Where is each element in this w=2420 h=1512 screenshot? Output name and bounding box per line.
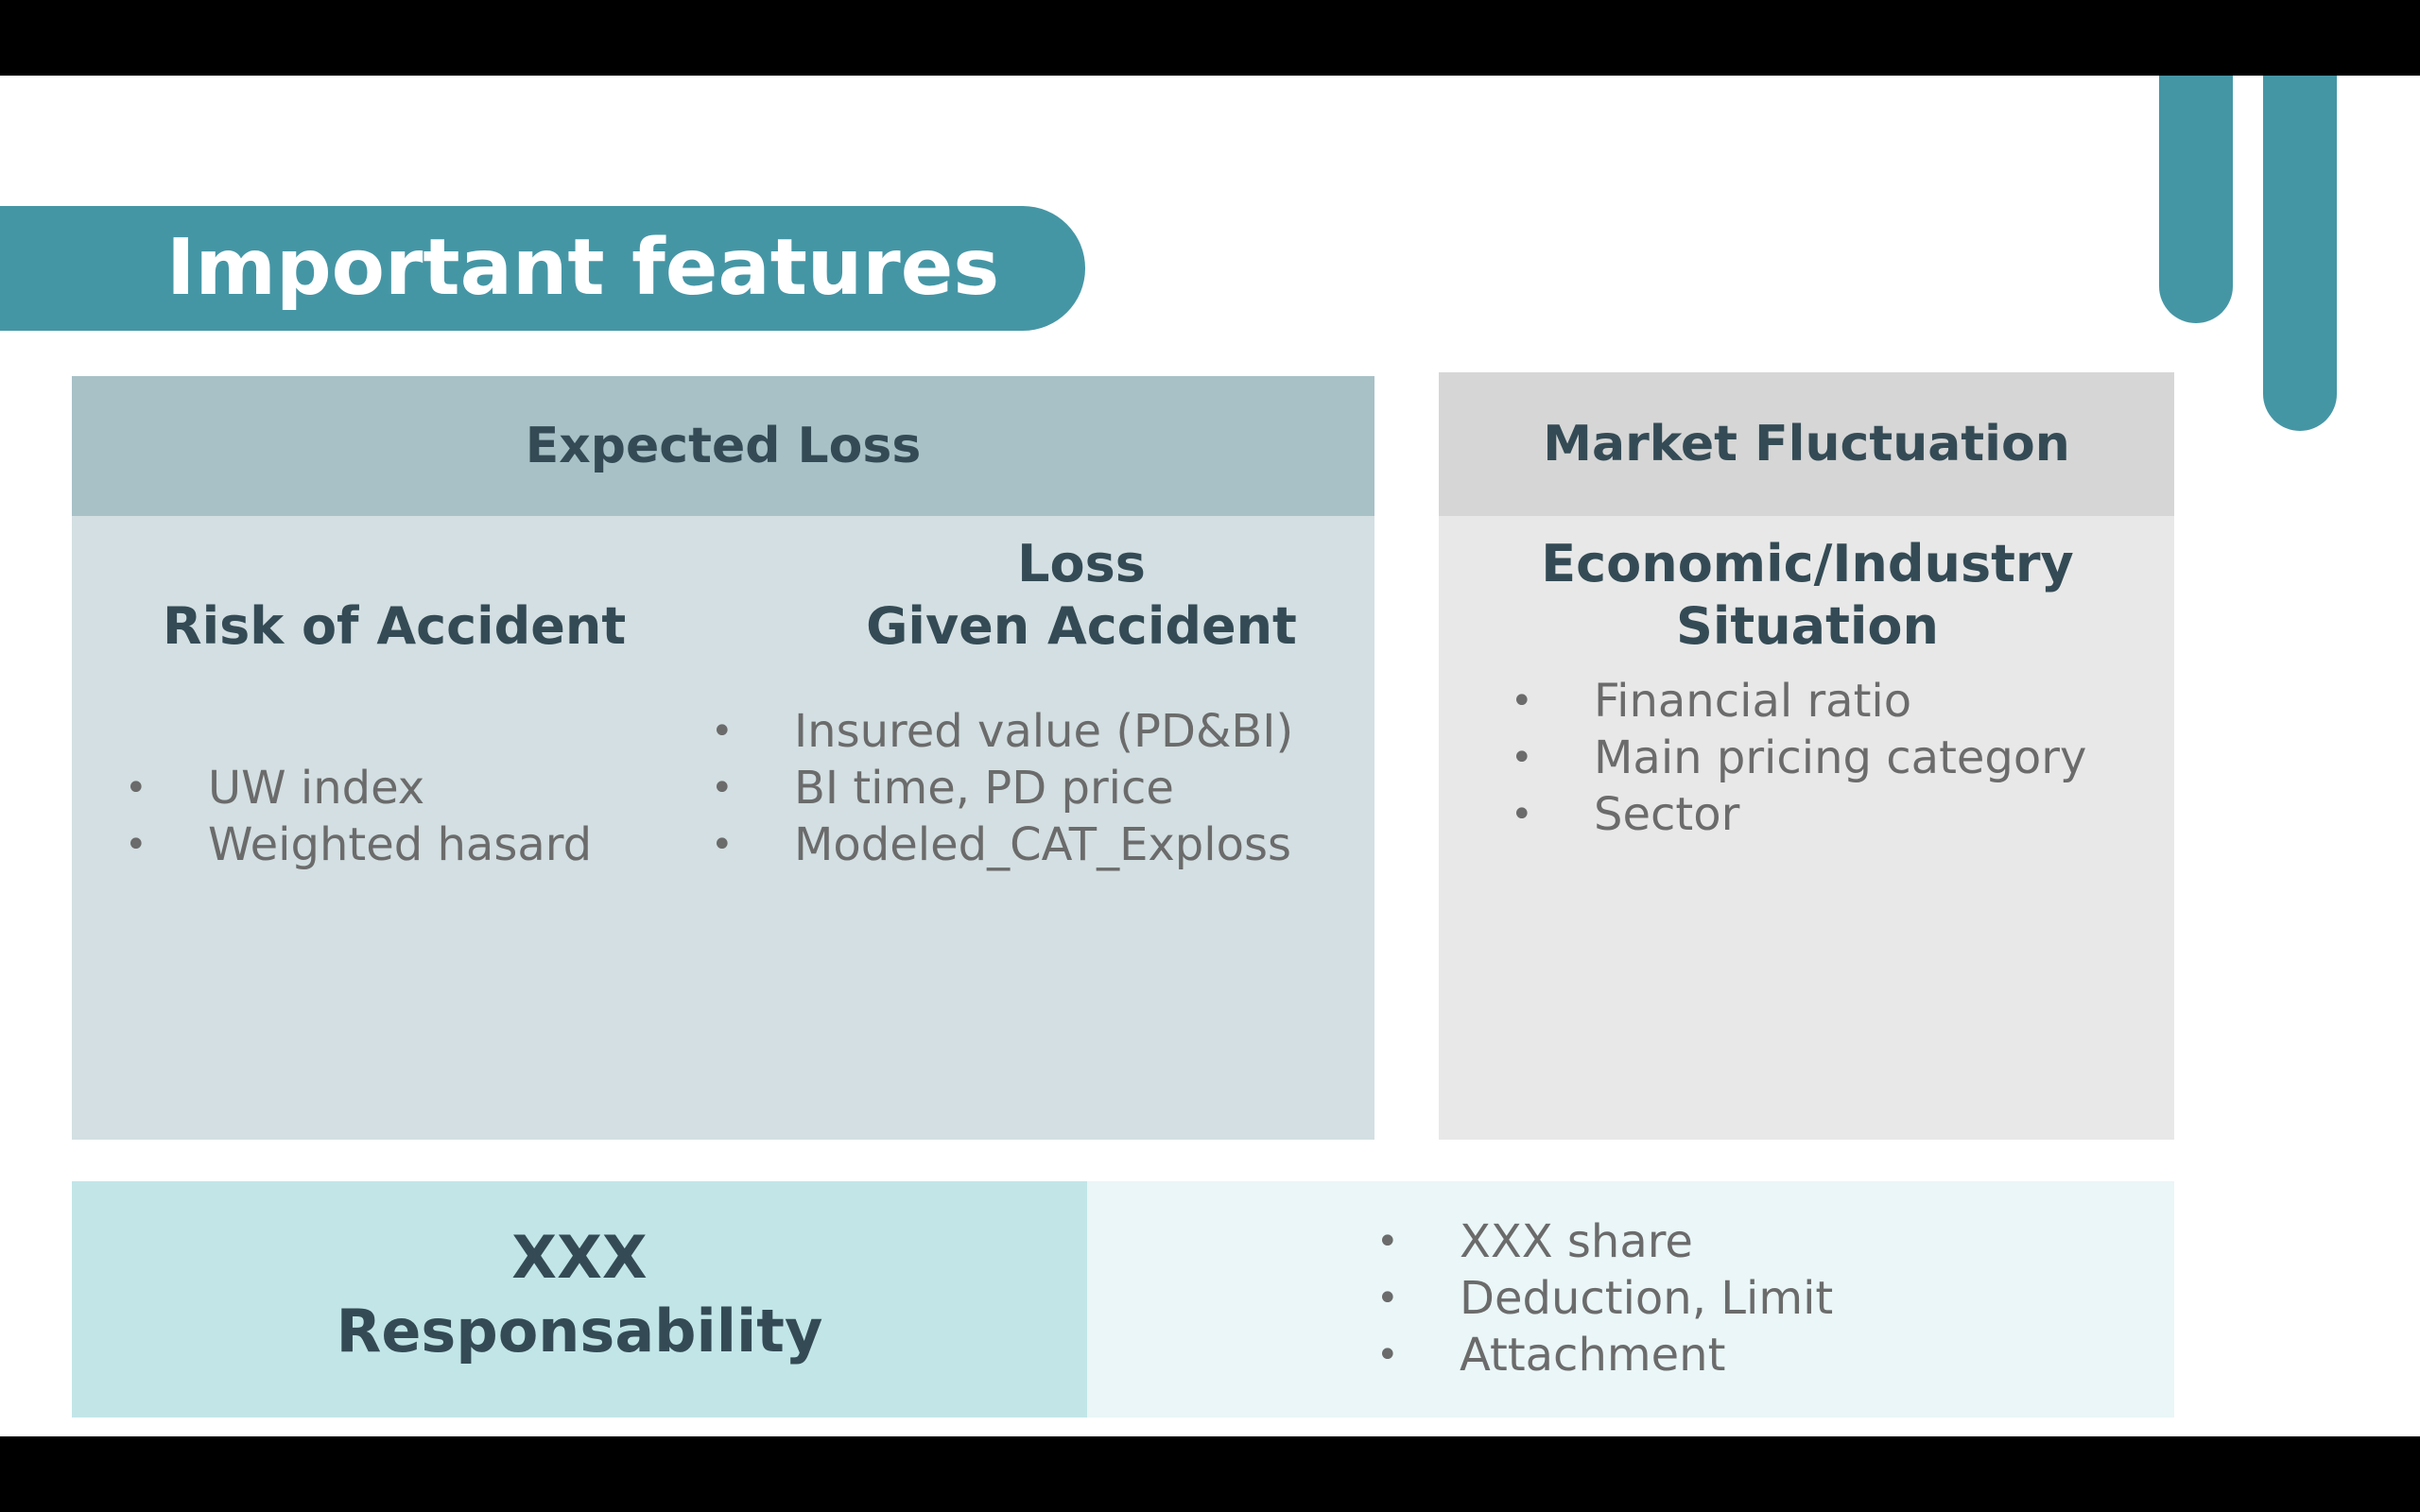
market-fluctuation-header: Market Fluctuation [1439, 372, 2174, 516]
expected-loss-header: Expected Loss [72, 376, 1374, 516]
list-item: Sector [1511, 786, 2086, 843]
list-item: Weighted hasard [125, 816, 592, 873]
loss-given-accident-list: Insured value (PD&BI) BI time, PD price … [711, 703, 1293, 873]
responsability-list: XXX share Deduction, Limit Attachment [1376, 1213, 1833, 1383]
list-item: Modeled_CAT_Exploss [711, 816, 1293, 873]
market-fluctuation-panel: Market Fluctuation Economic/Industry Sit… [1439, 372, 2174, 1140]
risk-of-accident-heading: Risk of Accident [163, 596, 627, 656]
economic-industry-list: Financial ratio Main pricing category Se… [1511, 673, 2086, 843]
list-item: UW index [125, 760, 592, 816]
responsability-label-box: XXX Responsability [72, 1181, 1087, 1418]
slide-title: Important features [166, 223, 1000, 313]
decorative-bar [2159, 76, 2233, 323]
loss-given-accident-heading: Loss Given Accident [866, 534, 1297, 656]
list-item: Attachment [1376, 1327, 1833, 1383]
slide: Important features Expected Loss Risk of… [0, 76, 2420, 1436]
expected-loss-body: Risk of Accident UW index Weighted hasar… [72, 516, 1374, 1140]
economic-industry-heading: Economic/Industry Situation [1541, 534, 2074, 656]
list-item: Financial ratio [1511, 673, 2086, 730]
title-banner: Important features [0, 206, 1085, 331]
list-item: Deduction, Limit [1376, 1270, 1833, 1327]
list-item: BI time, PD price [711, 760, 1293, 816]
expected-loss-panel: Expected Loss Risk of Accident UW index … [72, 376, 1374, 1140]
responsability-title: XXX Responsability [336, 1223, 823, 1366]
decorative-bar [2263, 76, 2337, 431]
responsability-details-box: XXX share Deduction, Limit Attachment [1087, 1181, 2174, 1418]
risk-of-accident-list: UW index Weighted hasard [125, 760, 592, 873]
list-item: Insured value (PD&BI) [711, 703, 1293, 760]
market-fluctuation-body: Economic/Industry Situation Financial ra… [1439, 516, 2174, 1140]
list-item: XXX share [1376, 1213, 1833, 1270]
list-item: Main pricing category [1511, 730, 2086, 786]
